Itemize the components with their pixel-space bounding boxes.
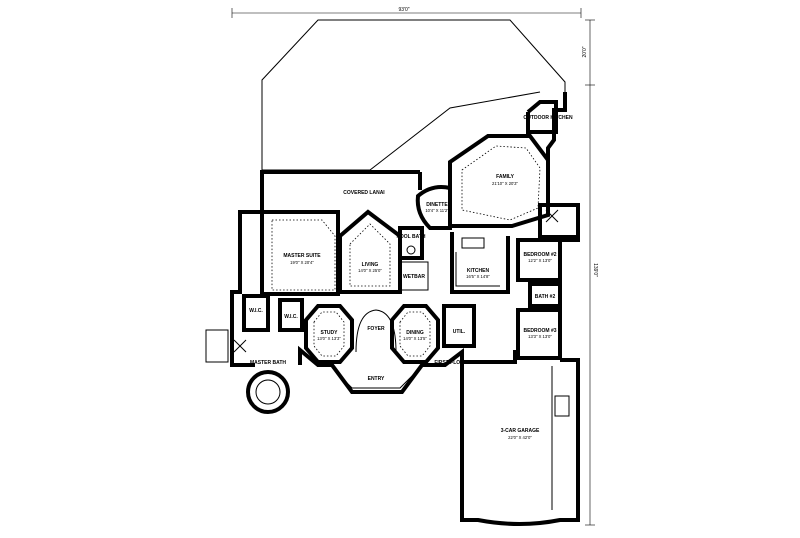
bath-2: BATH #2	[528, 282, 562, 308]
foyer: FOYER	[355, 309, 397, 353]
bedroom3-label: BEDROOM #3	[523, 328, 556, 334]
bedroom3-size: 13'3" X 13'0"	[528, 334, 552, 339]
master-bath: MASTER BATH	[205, 329, 290, 414]
overall-width-dimension: 93'0"	[231, 7, 582, 18]
foyer-label: FOYER	[367, 326, 385, 332]
garage-label: 3-CAR GARAGE	[501, 428, 540, 434]
master-suite-size: 19'0" X 20'4"	[290, 260, 314, 265]
kitchen-size: 16'5" X 14'8"	[466, 274, 490, 279]
bedroom-3: BEDROOM #3 13'3" X 13'0"	[516, 308, 562, 360]
pool-bath-label: POOL BATH	[397, 234, 426, 240]
overall-width-label: 93'0"	[398, 7, 409, 13]
wic-2: W.I.C.	[278, 298, 304, 332]
dinette-size: 10'4" X 11'2"	[425, 208, 449, 213]
family-room: FAMILY 21'10" X 20'3"	[448, 134, 550, 228]
covered-lanai-label: COVERED LANAI	[343, 190, 385, 196]
utility: UTIL.	[442, 304, 476, 348]
overall-depth-label: 139'0"	[592, 263, 598, 277]
garage: 3-CAR GARAGE 22'0" X 42'0"	[460, 358, 580, 526]
overall-depth-dimension: 139'0" 20'0"	[582, 19, 598, 526]
bath-pod	[538, 203, 580, 239]
outdoor-kitchen-label: OUTDOOR KITCHEN	[523, 115, 573, 121]
study-label: STUDY	[321, 330, 339, 336]
study: STUDY 13'0" X 13'3"	[304, 304, 354, 364]
kitchen: KITCHEN 16'5" X 14'8"	[450, 232, 510, 294]
study-size: 13'0" X 13'3"	[317, 336, 341, 341]
dining-label: DINING	[406, 330, 424, 336]
garage-size: 22'0" X 42'0"	[508, 435, 532, 440]
family-label: FAMILY	[496, 174, 515, 180]
dinette: DINETTE 10'4" X 11'2"	[415, 185, 452, 230]
living-label: LIVING	[362, 262, 379, 268]
wic2-label: W.I.C.	[284, 314, 298, 320]
living-size: 14'0" X 25'0"	[358, 268, 382, 273]
family-size: 21'10" X 20'3"	[492, 181, 519, 186]
outdoor-kitchen: OUTDOOR KITCHEN	[523, 100, 573, 134]
wic-1: W.I.C.	[242, 294, 270, 332]
kitchen-label: KITCHEN	[467, 268, 490, 274]
util-label: UTIL.	[453, 329, 466, 335]
wic1-label: W.I.C.	[249, 308, 263, 314]
bedroom2-size: 12'2" X 13'0"	[528, 258, 552, 263]
dining: DINING 14'0" X 13'5"	[390, 304, 440, 364]
entry: ENTRY	[335, 371, 417, 389]
side-dim-top-label: 20'0"	[582, 46, 588, 57]
first-floor-label: FIRST FLOOR	[434, 360, 468, 366]
dinette-label: DINETTE	[426, 202, 448, 208]
living-room: LIVING 14'0" X 25'0"	[338, 209, 402, 294]
bedroom-2: BEDROOM #2 12'2" X 13'0"	[516, 238, 562, 282]
master-suite-label: MASTER SUITE	[283, 253, 321, 259]
wet-bar-label: WETBAR	[403, 274, 425, 280]
bedroom2-label: BEDROOM #2	[523, 252, 556, 258]
dining-size: 14'0" X 13'5"	[403, 336, 427, 341]
wet-bar: WETBAR	[399, 261, 429, 291]
pool-bath: POOL BATH	[397, 226, 426, 260]
entry-label: ENTRY	[368, 376, 385, 382]
lanai-outline	[261, 19, 566, 171]
bath2-label: BATH #2	[535, 294, 556, 300]
master-suite: MASTER SUITE 19'0" X 20'4"	[260, 210, 340, 296]
master-bath-label: MASTER BATH	[250, 360, 286, 366]
